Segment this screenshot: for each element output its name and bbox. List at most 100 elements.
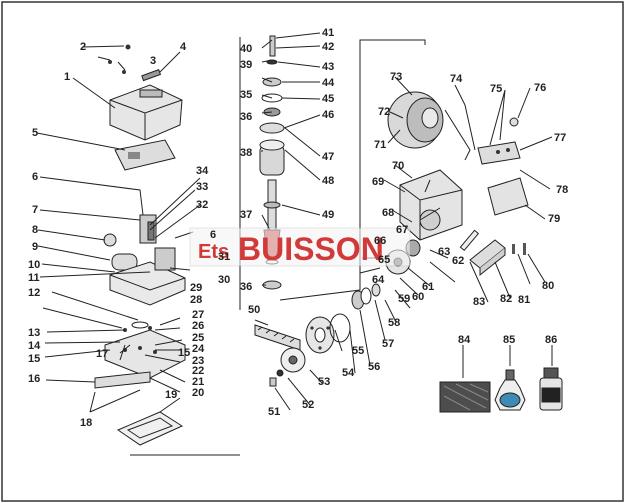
leader-lines-shaft [261,32,321,286]
part-label: 16 [28,373,40,385]
part-label: 23 [192,355,204,367]
part-label: 14 [28,340,41,352]
access-panel [114,139,176,171]
leader-lines-accessories [462,345,553,378]
part-label: 54 [342,367,355,379]
bracket-gearbox-side [279,45,361,301]
part-label: 15 [178,347,190,359]
part-label: 85 [503,334,515,346]
part-label: 36 [240,281,252,293]
part-label: 28 [190,294,202,306]
part-label: 61 [422,281,434,293]
part-label: 33 [196,181,208,193]
part-label: 79 [548,213,560,225]
part-label: 4 [180,41,187,53]
watermark: Ets BUISSON [189,227,411,267]
part-label: 26 [192,320,204,332]
base-plate [104,326,186,379]
part-label: 53 [318,376,330,388]
part-label: 55 [352,345,364,357]
part-label: 17 [96,348,108,360]
part-label: 57 [382,338,394,350]
seal-ring [131,321,149,329]
washer-54 [276,369,284,377]
part-label: 77 [554,132,566,144]
motor [387,91,471,161]
part-label: 83 [473,296,485,308]
part-label: 50 [248,304,260,316]
part-label: 21 [192,376,204,388]
part-label: 24 [192,343,205,355]
part-label: 10 [28,259,40,271]
part-label: 11 [28,272,40,284]
part-label: 59 [398,293,410,305]
part-label: 3 [150,55,156,67]
part-label: 27 [192,309,204,321]
limit-switch [477,141,521,165]
part-label: 22 [192,365,204,377]
part-label: 32 [196,199,208,211]
control-board [139,214,157,244]
leader-lines-left [36,45,201,413]
part-label: 84 [458,334,471,346]
part-label: 63 [438,246,450,258]
part-label: 7 [32,204,38,216]
part-label: 75 [490,83,502,95]
pinion-gear [280,347,306,373]
cover [109,84,183,141]
bracket-84 [469,239,506,277]
bracket-gearbox [359,39,426,45]
part-label: 35 [240,89,252,101]
cover-screws [108,44,131,74]
part-label: 76 [534,82,546,94]
part-label: 6 [32,171,38,183]
watermark-prefix: Ets [198,241,229,263]
lubricant-flask [494,369,526,411]
part-label: 51 [268,406,280,418]
part-label: 81 [518,294,530,306]
knob [103,233,117,247]
part-label: 73 [390,71,402,83]
part-label: 47 [322,151,334,163]
part-label: 86 [545,334,557,346]
part-label: 82 [500,293,512,305]
drive-flange [305,316,335,354]
small-screws [512,243,526,255]
grease-pad [439,381,491,413]
part-label: 30 [218,274,230,286]
cover-key [141,69,162,82]
oil-bottle [539,367,563,411]
part-label: 1 [64,71,70,83]
part-label: 15 [28,353,40,365]
part-label: 39 [240,59,252,71]
plate-85 [459,229,480,252]
part-label: 74 [450,73,463,85]
electronic-module [487,177,529,216]
part-label: 69 [372,176,384,188]
part-label: 46 [322,109,334,121]
part-label: 42 [322,41,334,53]
part-label: 34 [196,165,209,177]
gasket [116,411,184,446]
part-label: 37 [240,209,252,221]
gearbox-housing [399,169,463,241]
part-label: 45 [322,93,334,105]
part-label: 43 [322,61,334,73]
part-label: 12 [28,287,40,299]
part-label: 36 [240,111,252,123]
part-label: 25 [192,332,204,344]
part-label: 71 [374,139,386,151]
part-label: 44 [322,77,335,89]
part-label: 78 [556,184,568,196]
part-label: 5 [32,127,38,139]
o-ring [329,313,351,343]
part-label: 18 [80,417,92,429]
part-label: 13 [28,327,40,339]
part-label: 40 [240,43,252,55]
part-label: 60 [412,291,424,303]
part-label: 6 [210,229,216,241]
